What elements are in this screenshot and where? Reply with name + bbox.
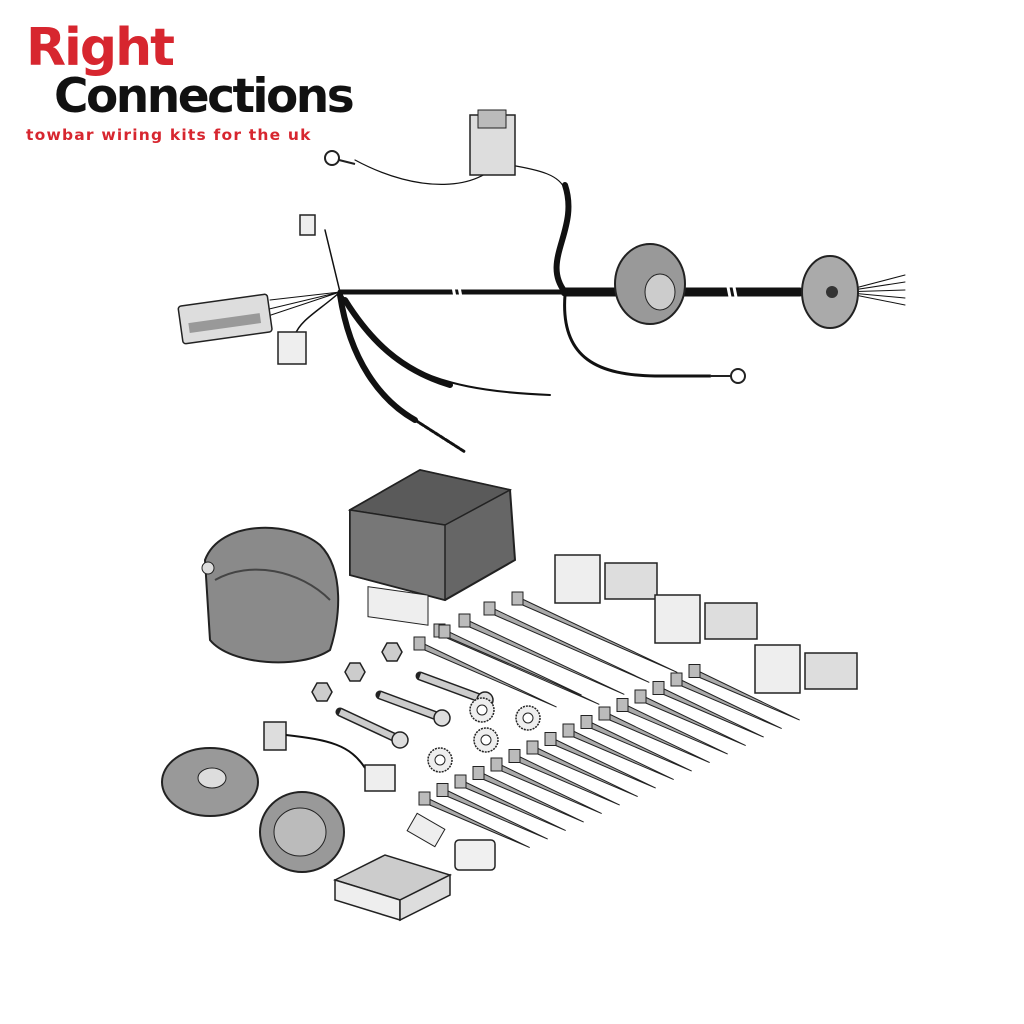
cable-tie xyxy=(413,636,557,708)
cable-tie xyxy=(634,689,746,747)
washer-hole xyxy=(434,754,446,766)
relay-block xyxy=(554,554,658,604)
nut xyxy=(381,642,403,662)
cable-tie xyxy=(688,664,800,721)
cable-tie-head xyxy=(598,706,611,721)
cable-tie xyxy=(544,732,656,789)
washer-hole xyxy=(476,704,488,716)
fuse-holder xyxy=(469,109,516,176)
cable-tie xyxy=(511,591,678,673)
cable-tie xyxy=(472,766,584,823)
cable-tie xyxy=(454,774,566,832)
logo-tagline: towbar wiring kits for the uk xyxy=(26,126,312,144)
cable-tie-head xyxy=(511,591,524,606)
cable-tie-head xyxy=(580,715,593,729)
screw-thread xyxy=(338,709,402,743)
fuse-cover xyxy=(454,839,496,871)
cable-tie-head xyxy=(454,774,467,789)
cable-tie xyxy=(418,791,530,849)
screw-thread xyxy=(418,673,487,703)
relay-blocks xyxy=(554,554,858,694)
relay-block-connector xyxy=(704,602,758,640)
13-pin-socket xyxy=(201,526,340,664)
bypass-relay-module xyxy=(347,468,517,626)
nut xyxy=(344,662,366,682)
fixing-hardware xyxy=(311,642,541,773)
cable-tie-head xyxy=(472,766,485,780)
socket-face-plate xyxy=(161,747,259,817)
cable-tie-head xyxy=(418,791,431,806)
multi-pin-connector xyxy=(177,293,273,345)
screw-head xyxy=(391,731,409,749)
reed-switch xyxy=(263,721,396,792)
relay-block xyxy=(654,594,758,644)
cable-tie xyxy=(438,624,582,696)
grommet xyxy=(614,243,686,325)
cable-tie xyxy=(616,698,728,755)
cable-tie-head xyxy=(526,740,539,755)
washer-hole xyxy=(480,734,492,746)
cable-tie xyxy=(526,740,638,798)
relay-block xyxy=(754,644,858,694)
wiring-harness xyxy=(261,159,906,454)
cable-tie xyxy=(508,749,620,806)
cable-tie-head xyxy=(436,783,449,797)
relay-block-housing xyxy=(654,594,701,644)
cable-tie-head xyxy=(652,681,665,695)
washer-hole xyxy=(522,712,534,724)
cable-tie-strap xyxy=(444,629,582,696)
logo-word-connections: Connections xyxy=(54,69,355,124)
ring-terminal xyxy=(324,150,746,384)
cable-tie xyxy=(483,601,650,683)
cable-tie xyxy=(652,681,764,738)
socket-body-rear xyxy=(259,791,345,873)
cable-tie-head xyxy=(616,698,629,712)
cable-tie-head xyxy=(544,732,557,746)
cable-tie-head xyxy=(634,689,647,704)
cable-tie-head xyxy=(483,601,496,616)
relay-block-connector xyxy=(804,652,858,690)
cable-tie-head xyxy=(508,749,521,763)
cable-ties xyxy=(413,591,800,849)
cable-tie xyxy=(562,723,674,781)
logo-word-right: Right xyxy=(26,18,175,78)
cable-tie xyxy=(490,757,602,815)
socket-rear-plate xyxy=(801,255,859,329)
screw-head xyxy=(433,709,451,727)
cable-tie xyxy=(598,706,710,764)
foam-pads xyxy=(332,854,453,922)
cable-tie-head xyxy=(688,664,701,678)
screw-thread xyxy=(378,692,444,721)
cable-tie-head xyxy=(458,613,471,628)
fuse xyxy=(406,812,446,848)
relay-block-housing xyxy=(754,644,801,694)
cable-tie xyxy=(580,715,692,772)
cable-tie xyxy=(436,783,548,840)
cable-tie-head xyxy=(413,636,426,651)
harness-break-marks xyxy=(450,281,739,303)
cable-tie-head xyxy=(490,757,503,772)
small-connector xyxy=(299,214,316,236)
relay-block-connector xyxy=(604,562,658,600)
plug-connector xyxy=(277,331,307,365)
cable-tie xyxy=(458,613,625,695)
cable-tie-head xyxy=(438,624,451,639)
relay-block-housing xyxy=(554,554,601,604)
cable-tie xyxy=(670,672,782,730)
nut xyxy=(311,682,333,702)
cable-tie-head xyxy=(562,723,575,738)
cable-tie-head xyxy=(670,672,683,687)
